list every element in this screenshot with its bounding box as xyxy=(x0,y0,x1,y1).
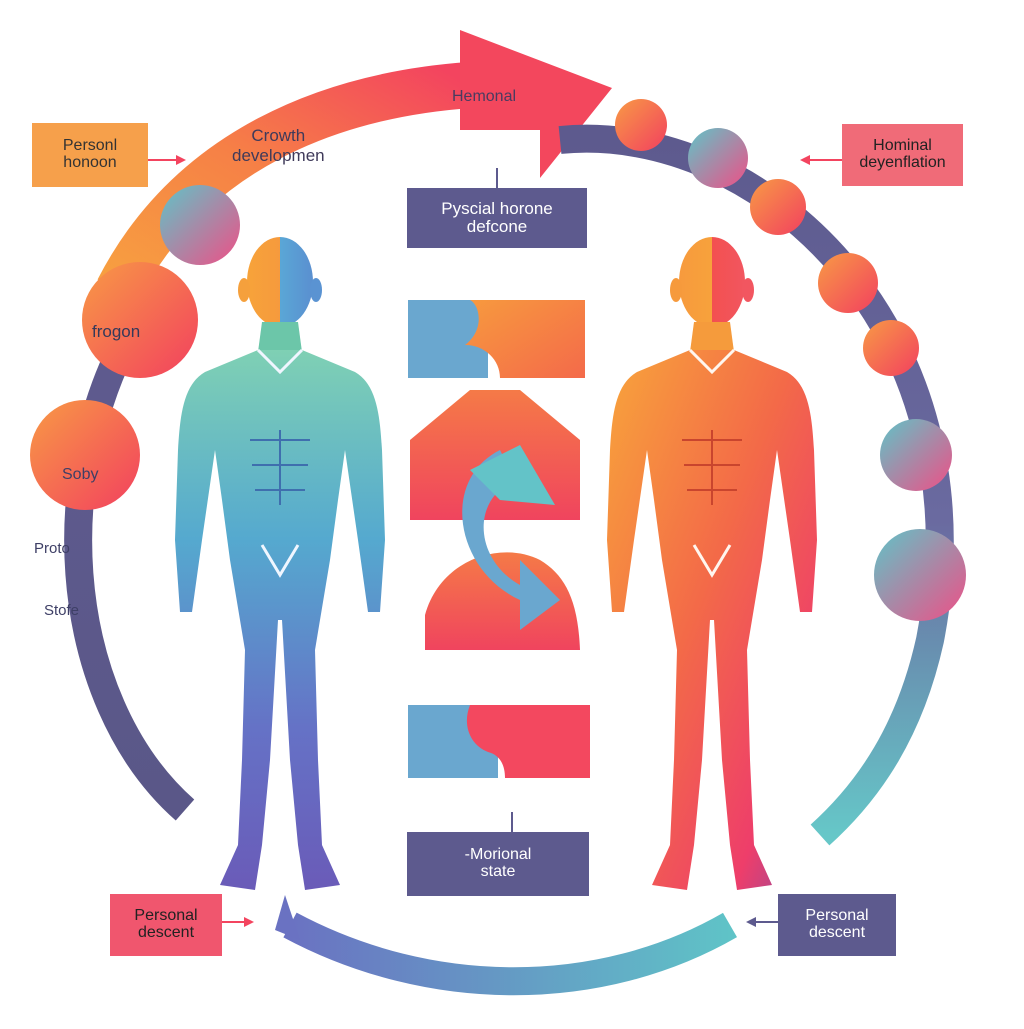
center-block-dome xyxy=(425,552,580,650)
circle-node xyxy=(818,253,878,313)
center-block-bottom-pink xyxy=(466,705,590,778)
label-arc-top: Hemonal xyxy=(452,88,517,105)
center-block-top-orange xyxy=(465,300,585,378)
circle-node xyxy=(750,179,806,235)
circle-node xyxy=(615,99,667,151)
pointer-arrow-icon xyxy=(176,155,186,165)
human-figure-icon xyxy=(247,237,313,327)
circle-node xyxy=(880,419,952,491)
human-figure-left xyxy=(175,237,385,890)
cycle-arc-bottom xyxy=(283,912,737,996)
cycle-arrow-head-icon xyxy=(470,445,555,505)
circle-node xyxy=(688,128,748,188)
label-physical: Pyscial horone defcone xyxy=(407,188,587,248)
label-proto: Proto xyxy=(34,540,70,557)
arrow-bottom-icon xyxy=(275,895,300,940)
cycle-arc-left xyxy=(64,292,195,821)
label-soby: Soby xyxy=(62,466,99,483)
pointer-arrow-icon xyxy=(244,917,254,927)
cycle-arc-top xyxy=(97,62,472,301)
circle-node xyxy=(160,185,240,265)
human-figure-icon xyxy=(679,237,745,327)
circle-node xyxy=(30,400,140,510)
label-personal-descent-right: Personal descent xyxy=(778,894,896,956)
circle-node xyxy=(82,262,198,378)
pointer-arrow-icon xyxy=(746,917,756,927)
label-frogon: frogon xyxy=(92,322,141,341)
label-personal-descent-left: Personal descent xyxy=(110,894,222,956)
label-stofe: Stofe xyxy=(44,602,80,619)
label-personal-hormon: Personl honoon xyxy=(32,123,148,187)
arrow-pointer-icon xyxy=(460,30,612,178)
cycle-arrow-icon xyxy=(462,450,560,630)
human-figure-right xyxy=(607,237,817,890)
circle-node xyxy=(874,529,966,621)
label-hominal: Hominal deyenflation xyxy=(842,124,963,186)
pointer-arrow-icon xyxy=(800,155,810,165)
circle-node xyxy=(863,320,919,376)
label-motional: -Morional state xyxy=(407,832,589,896)
label-growth: Crowth developmen xyxy=(232,126,325,165)
